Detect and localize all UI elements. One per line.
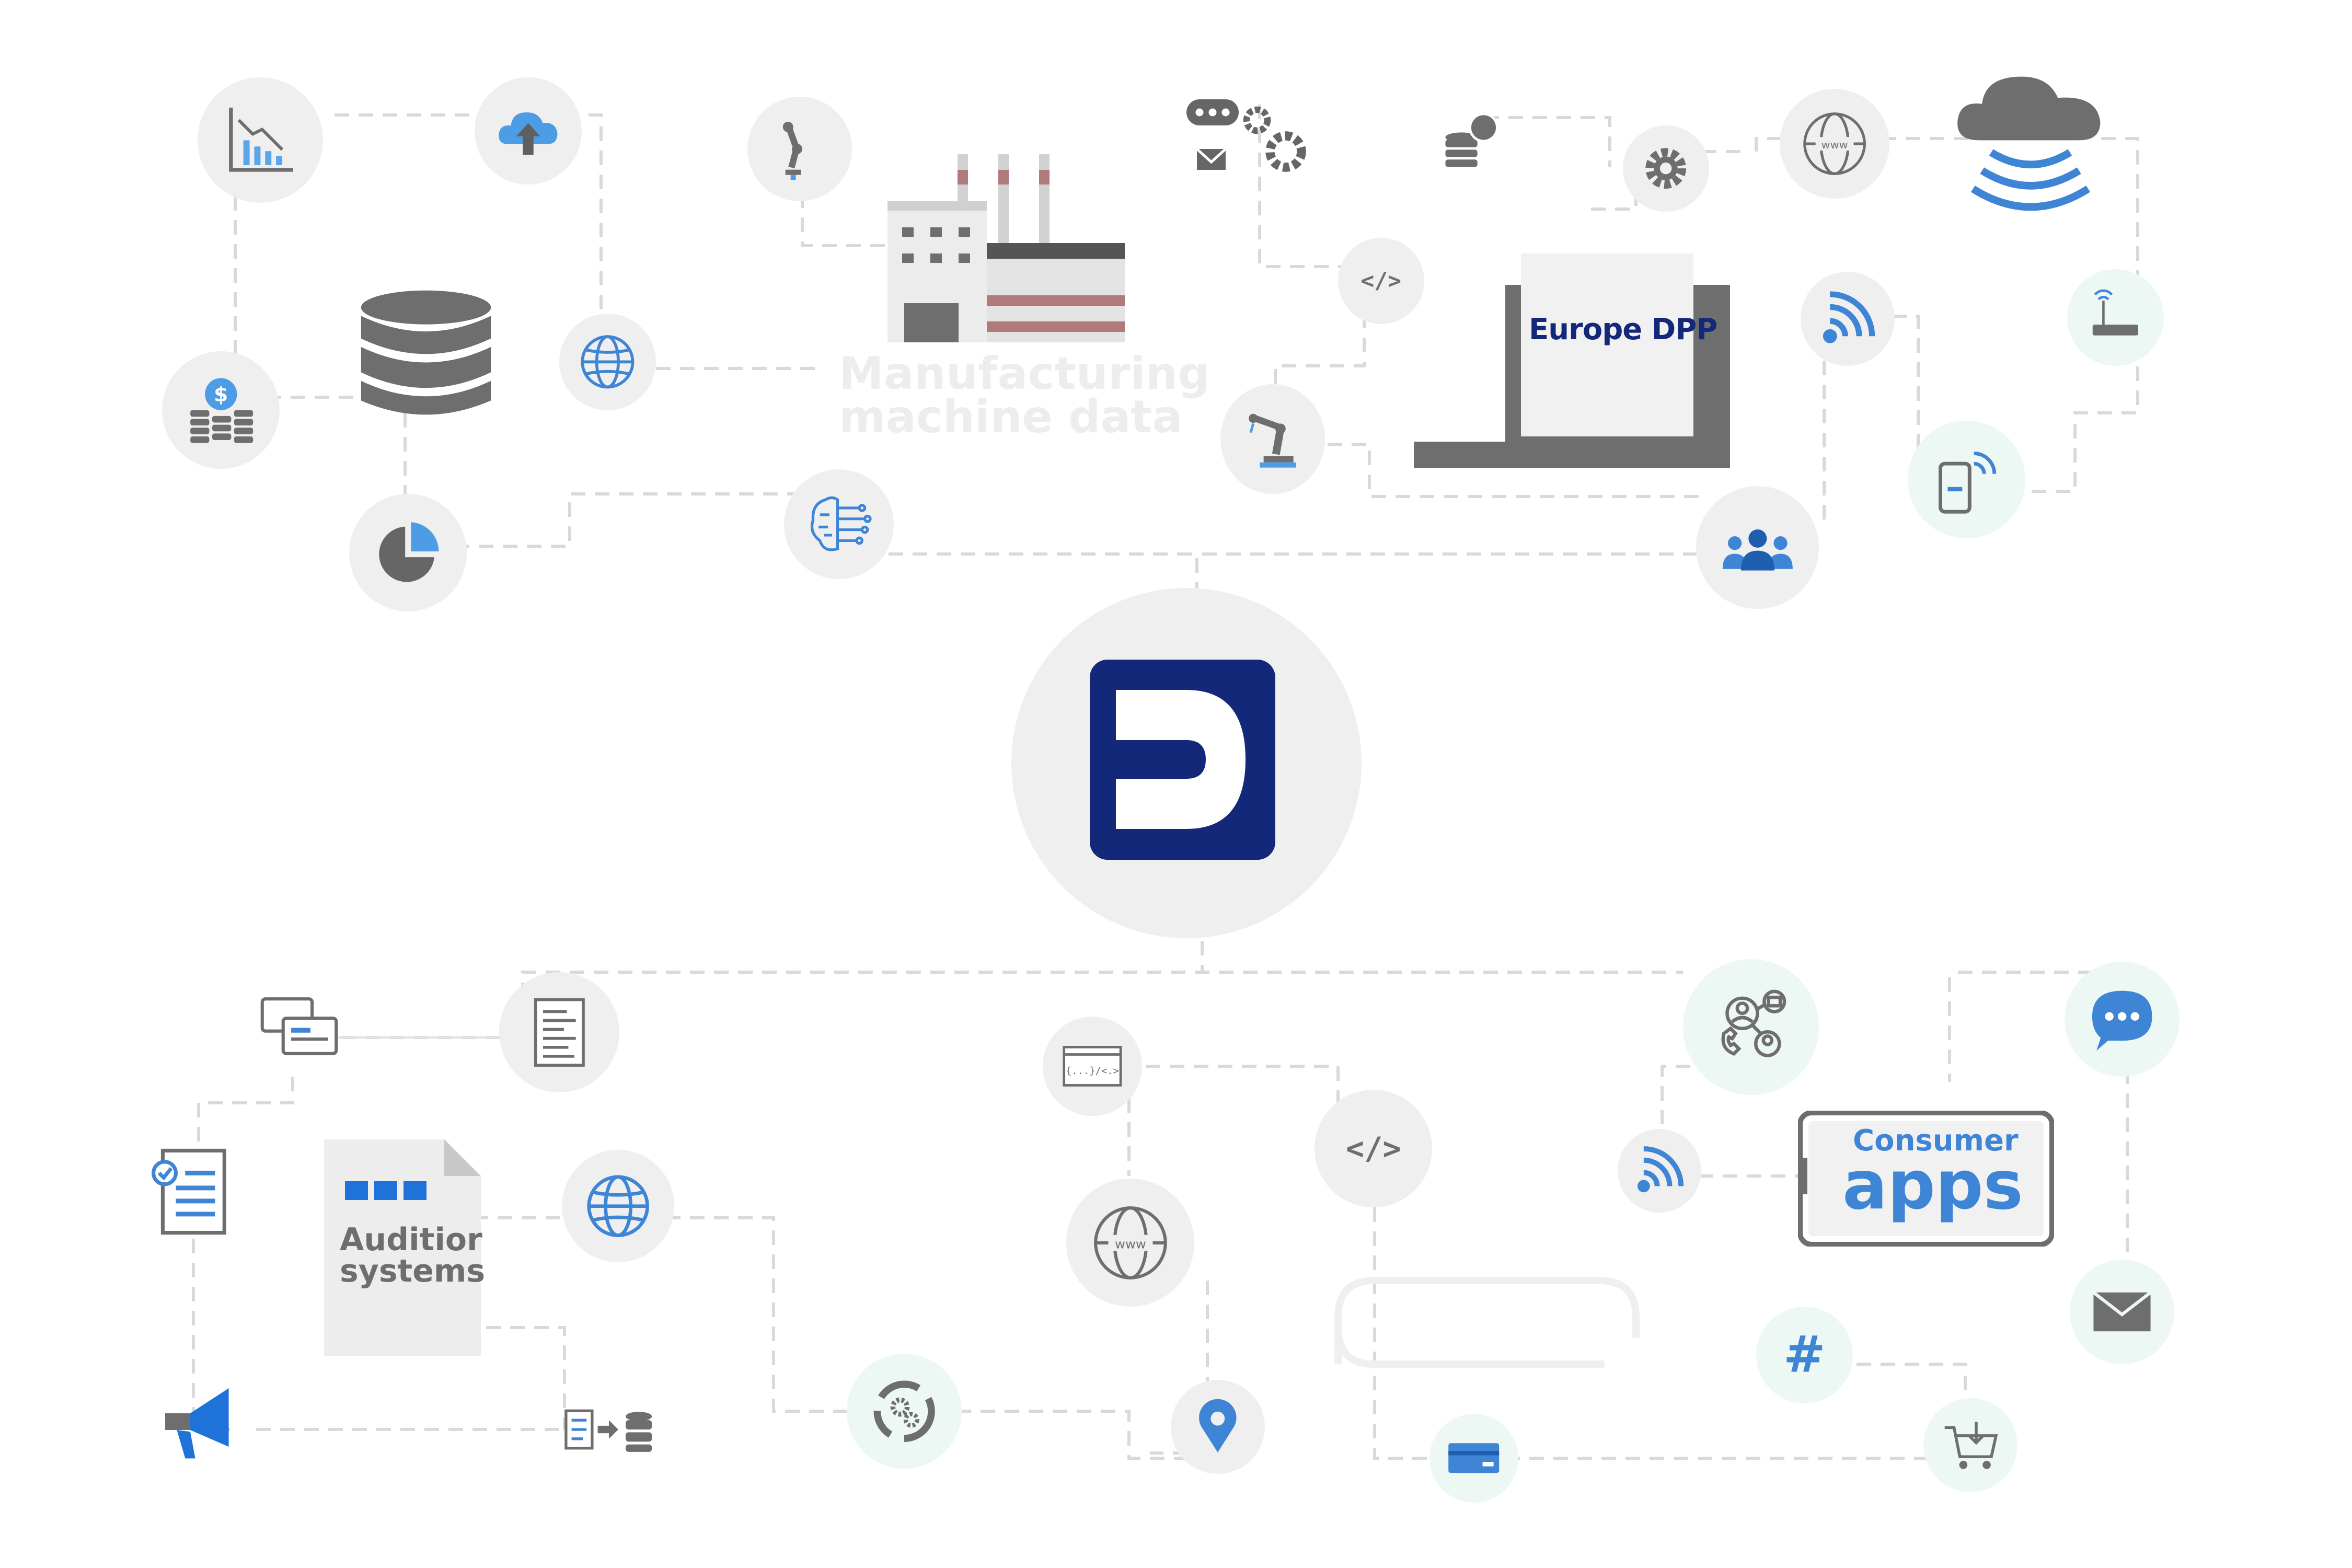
hashtag-icon: #	[1783, 1325, 1826, 1384]
chart-down-icon	[228, 107, 293, 172]
wifi-icon	[1823, 291, 1875, 343]
router-node[interactable]	[2067, 269, 2164, 366]
gears-chart-node[interactable]	[847, 1354, 962, 1469]
gear-node[interactable]	[1623, 125, 1709, 212]
cart-icon	[1944, 1422, 1998, 1469]
phone-wifi-icon	[1938, 451, 1996, 514]
globe-www-icon: www	[1803, 112, 1866, 175]
database-node[interactable]	[355, 285, 497, 426]
platform-logo	[1090, 660, 1275, 860]
database-coin-icon	[1445, 112, 1498, 167]
factory-icon	[887, 154, 1125, 342]
svg-text:{...}/<.>: {...}/<.>	[1066, 1066, 1119, 1077]
code-node-top[interactable]: </>	[1338, 238, 1424, 324]
wifi-icon-2	[1638, 1146, 1684, 1193]
consumer-apps-tablet[interactable]	[1797, 1110, 2055, 1247]
auditor-label-line1: Auditior	[340, 1221, 482, 1258]
contact-network-node[interactable]	[1683, 959, 1819, 1095]
hashtag-node[interactable]: #	[1756, 1307, 1853, 1403]
globe-www-node-top[interactable]: www	[1780, 89, 1889, 199]
europe-dpp-label: Europe DPP	[1529, 313, 1717, 347]
ai-brain-icon	[810, 496, 872, 551]
location-pin-icon	[1199, 1399, 1237, 1453]
card-icon	[1448, 1443, 1500, 1473]
globe-www-icon-2: www	[1093, 1206, 1167, 1279]
cards-icon	[260, 997, 338, 1055]
browser-code-icon: {...}/<.>	[1063, 1046, 1122, 1087]
svg-text:</>: </>	[1361, 268, 1402, 294]
browser-code-node[interactable]: {...}/<.>	[1043, 1017, 1142, 1116]
cloud-wifi-icon	[1957, 76, 2101, 211]
globe-node-top-left[interactable]	[559, 314, 656, 410]
ai-node[interactable]	[784, 469, 894, 579]
mail-node[interactable]	[2070, 1260, 2174, 1364]
globe-www-node-bottom[interactable]: www	[1066, 1179, 1194, 1307]
robot-arm-icon	[782, 121, 802, 180]
consumer-tablet-icon	[1797, 1110, 2055, 1247]
megaphone-icon	[165, 1388, 229, 1459]
checklist-node[interactable]	[152, 1145, 230, 1239]
users-node[interactable]	[1696, 486, 1819, 609]
manufacturing-label-line1: Manufacturing	[839, 348, 1210, 400]
location-node[interactable]	[1171, 1380, 1265, 1474]
globe-node-bottom-left[interactable]	[562, 1150, 674, 1262]
svg-text:$: $	[214, 383, 228, 407]
cloud-upload-node[interactable]	[475, 77, 582, 185]
robot-arm-node-mid[interactable]	[1220, 384, 1325, 494]
document-node[interactable]	[499, 972, 619, 1092]
document-icon	[534, 998, 585, 1067]
mail-icon	[2092, 1291, 2152, 1332]
wifi-node-top[interactable]	[1801, 272, 1895, 366]
consumer-label-line2: apps	[1842, 1147, 2023, 1225]
megaphone-node[interactable]	[157, 1380, 240, 1463]
manufacturing-label-line2: machine data	[839, 391, 1183, 443]
phone-wifi-node[interactable]	[1908, 421, 2025, 538]
cloud-upload-icon	[499, 112, 558, 155]
chat-gears-icon	[1186, 99, 1306, 172]
coins-dollar-icon: $	[190, 378, 253, 443]
svg-text:www: www	[1821, 139, 1848, 151]
svg-text:www: www	[1115, 1236, 1146, 1251]
coins-node[interactable]: $	[162, 351, 280, 469]
cloud-wifi-node[interactable]	[1955, 73, 2106, 220]
users-icon	[1722, 529, 1793, 571]
code-node-bottom[interactable]: </>	[1315, 1090, 1432, 1207]
code-icon: </>	[1361, 268, 1402, 294]
consumer-label-line1: Consumer	[1853, 1124, 2019, 1158]
robot-arm-node-top[interactable]	[747, 97, 852, 201]
database-coin-node[interactable]	[1422, 91, 1521, 191]
globe-icon	[581, 335, 635, 389]
card-node[interactable]	[1429, 1414, 1518, 1503]
globe-icon-2	[587, 1175, 649, 1237]
doc-to-db-icon	[564, 1409, 652, 1452]
doc-to-db-node[interactable]	[562, 1403, 656, 1456]
gears-chart-icon	[873, 1380, 935, 1442]
auditor-document[interactable]	[324, 1139, 481, 1356]
cart-node[interactable]	[1923, 1398, 2017, 1492]
router-icon	[2092, 289, 2139, 336]
svg-text:</>: </>	[1346, 1131, 1401, 1166]
chat-bubble-node[interactable]	[2065, 962, 2180, 1077]
auditor-document-icon	[324, 1139, 481, 1356]
chat-bubble-icon	[2092, 990, 2152, 1051]
pie-chart-node[interactable]	[349, 494, 467, 612]
wifi-node-bottom[interactable]	[1618, 1129, 1701, 1213]
database-icon	[361, 290, 491, 415]
gear-icon	[1645, 148, 1687, 189]
cards-node[interactable]	[259, 996, 340, 1058]
code-icon-2: </>	[1346, 1131, 1401, 1166]
chat-gears-node[interactable]	[1181, 94, 1312, 193]
factory-illustration	[883, 149, 1129, 348]
chart-node[interactable]	[198, 77, 323, 203]
europe-dpp-laptop[interactable]	[1414, 248, 1733, 473]
checklist-icon	[152, 1148, 226, 1235]
auditor-label-line2: systems	[340, 1253, 486, 1289]
contact-network-icon	[1721, 990, 1786, 1058]
dpp-laptop-icon	[1414, 253, 1730, 468]
pie-chart-icon	[379, 522, 439, 582]
robot-arm-icon-2	[1249, 413, 1296, 468]
svg-text:#: #	[1783, 1325, 1826, 1384]
